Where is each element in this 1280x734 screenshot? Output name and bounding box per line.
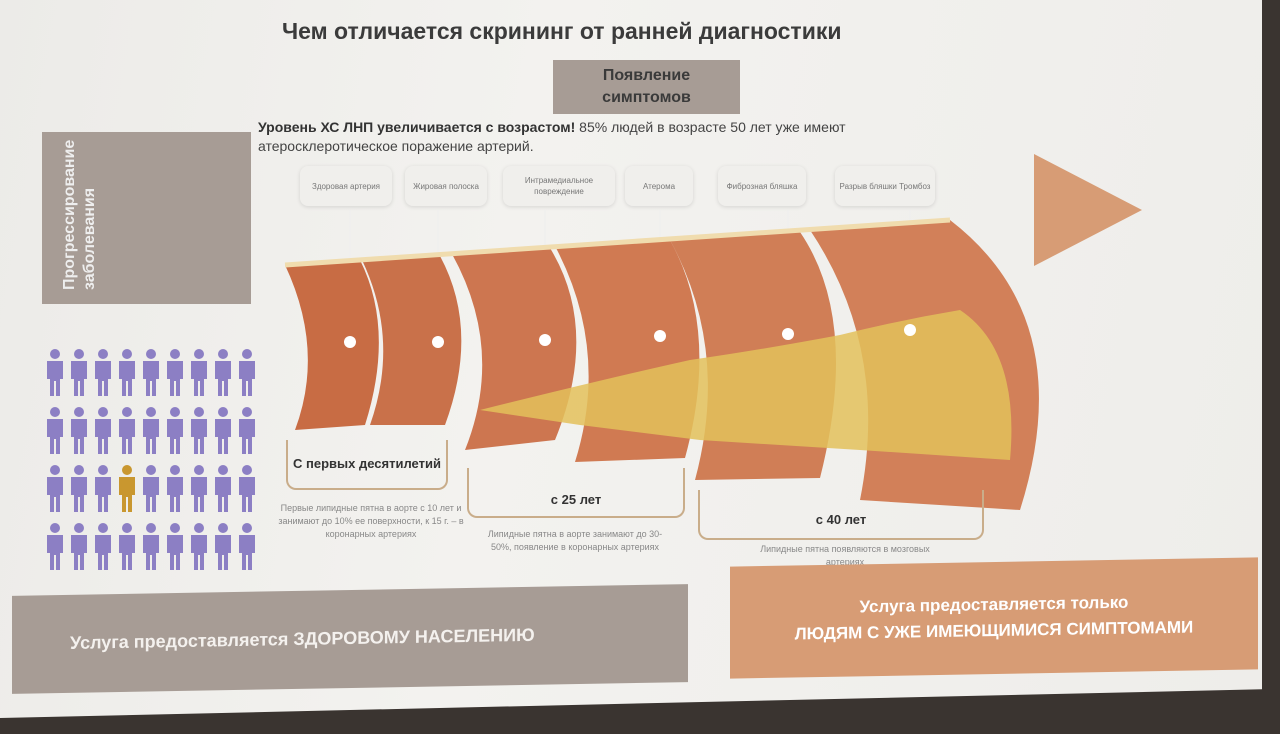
- person-icon: [188, 348, 210, 398]
- person-icon: [212, 348, 234, 398]
- person-icon: [164, 464, 186, 514]
- person-icon: [188, 464, 210, 514]
- person-icon-highlighted: [116, 464, 138, 514]
- subtitle-bold: Уровень ХС ЛНП увеличивается с возрастом…: [258, 119, 576, 135]
- progression-box: [42, 132, 251, 304]
- artery-diagram: [284, 210, 1039, 510]
- arrow-triangle: [1034, 154, 1142, 266]
- healthy-service-bar: Услуга предоставляется ЗДОРОВОМУ НАСЕЛЕН…: [12, 584, 688, 694]
- stage-tag: Здоровая артерия: [300, 166, 392, 206]
- people-grid: [44, 348, 260, 572]
- person-icon: [164, 348, 186, 398]
- slide: Чем отличается скрининг от ранней диагно…: [0, 0, 1262, 718]
- person-icon: [44, 522, 66, 572]
- symptoms-line-1: Появление: [602, 67, 691, 84]
- person-icon: [92, 406, 114, 456]
- period-note: Липидные пятна появляются в мозговых арт…: [760, 544, 930, 567]
- slide-title: Чем отличается скрининг от ранней диагно…: [282, 18, 842, 44]
- person-icon: [236, 406, 258, 456]
- person-icon: [164, 522, 186, 572]
- person-icon: [68, 522, 90, 572]
- person-icon: [68, 348, 90, 398]
- subtitle: Уровень ХС ЛНП увеличивается с возрастом…: [258, 118, 846, 156]
- person-icon: [44, 464, 66, 514]
- subtitle-rest: 85% людей в возрасте 50 лет уже имеют: [575, 119, 846, 135]
- person-icon: [236, 464, 258, 514]
- person-icon: [44, 348, 66, 398]
- person-icon: [212, 406, 234, 456]
- person-icon: [140, 406, 162, 456]
- person-icon: [116, 348, 138, 398]
- person-icon: [164, 406, 186, 456]
- subtitle-line2: атеросклеротическое поражение артерий.: [258, 138, 534, 154]
- period-bracket: С первых десятилетий: [286, 440, 448, 490]
- period-note: Первые липидные пятна в аорте с 10 лет и…: [278, 503, 464, 539]
- person-icon: [68, 406, 90, 456]
- person-icon: [92, 522, 114, 572]
- person-icon: [140, 464, 162, 514]
- person-icon: [188, 522, 210, 572]
- period-note: Липидные пятна в аорте занимают до 30-50…: [487, 529, 663, 552]
- person-icon: [212, 522, 234, 572]
- person-icon: [212, 464, 234, 514]
- stage-tag: Интрамедиальное повреждение: [503, 166, 615, 206]
- stage-tag: Атерома: [625, 166, 693, 206]
- person-icon: [236, 522, 258, 572]
- symptoms-line-2: симптомов: [602, 89, 691, 106]
- symptoms-box: Появление симптомов: [553, 60, 740, 114]
- stage-tag: Жировая полоска: [405, 166, 487, 206]
- person-icon: [92, 348, 114, 398]
- person-icon: [236, 348, 258, 398]
- person-icon: [140, 522, 162, 572]
- period-bracket: с 40 лет: [698, 490, 984, 540]
- stage-tag: Разрыв бляшки Тромбоз: [835, 166, 935, 206]
- stage-tag: Фиброзная бляшка: [718, 166, 806, 206]
- person-icon: [116, 522, 138, 572]
- person-icon: [188, 406, 210, 456]
- person-icon: [68, 464, 90, 514]
- period-bracket: с 25 лет: [467, 468, 685, 518]
- person-icon: [140, 348, 162, 398]
- person-icon: [116, 406, 138, 456]
- progression-line-1: Прогрессирование: [61, 139, 78, 290]
- person-icon: [92, 464, 114, 514]
- progression-line-2: заболевания: [81, 187, 98, 290]
- person-icon: [44, 406, 66, 456]
